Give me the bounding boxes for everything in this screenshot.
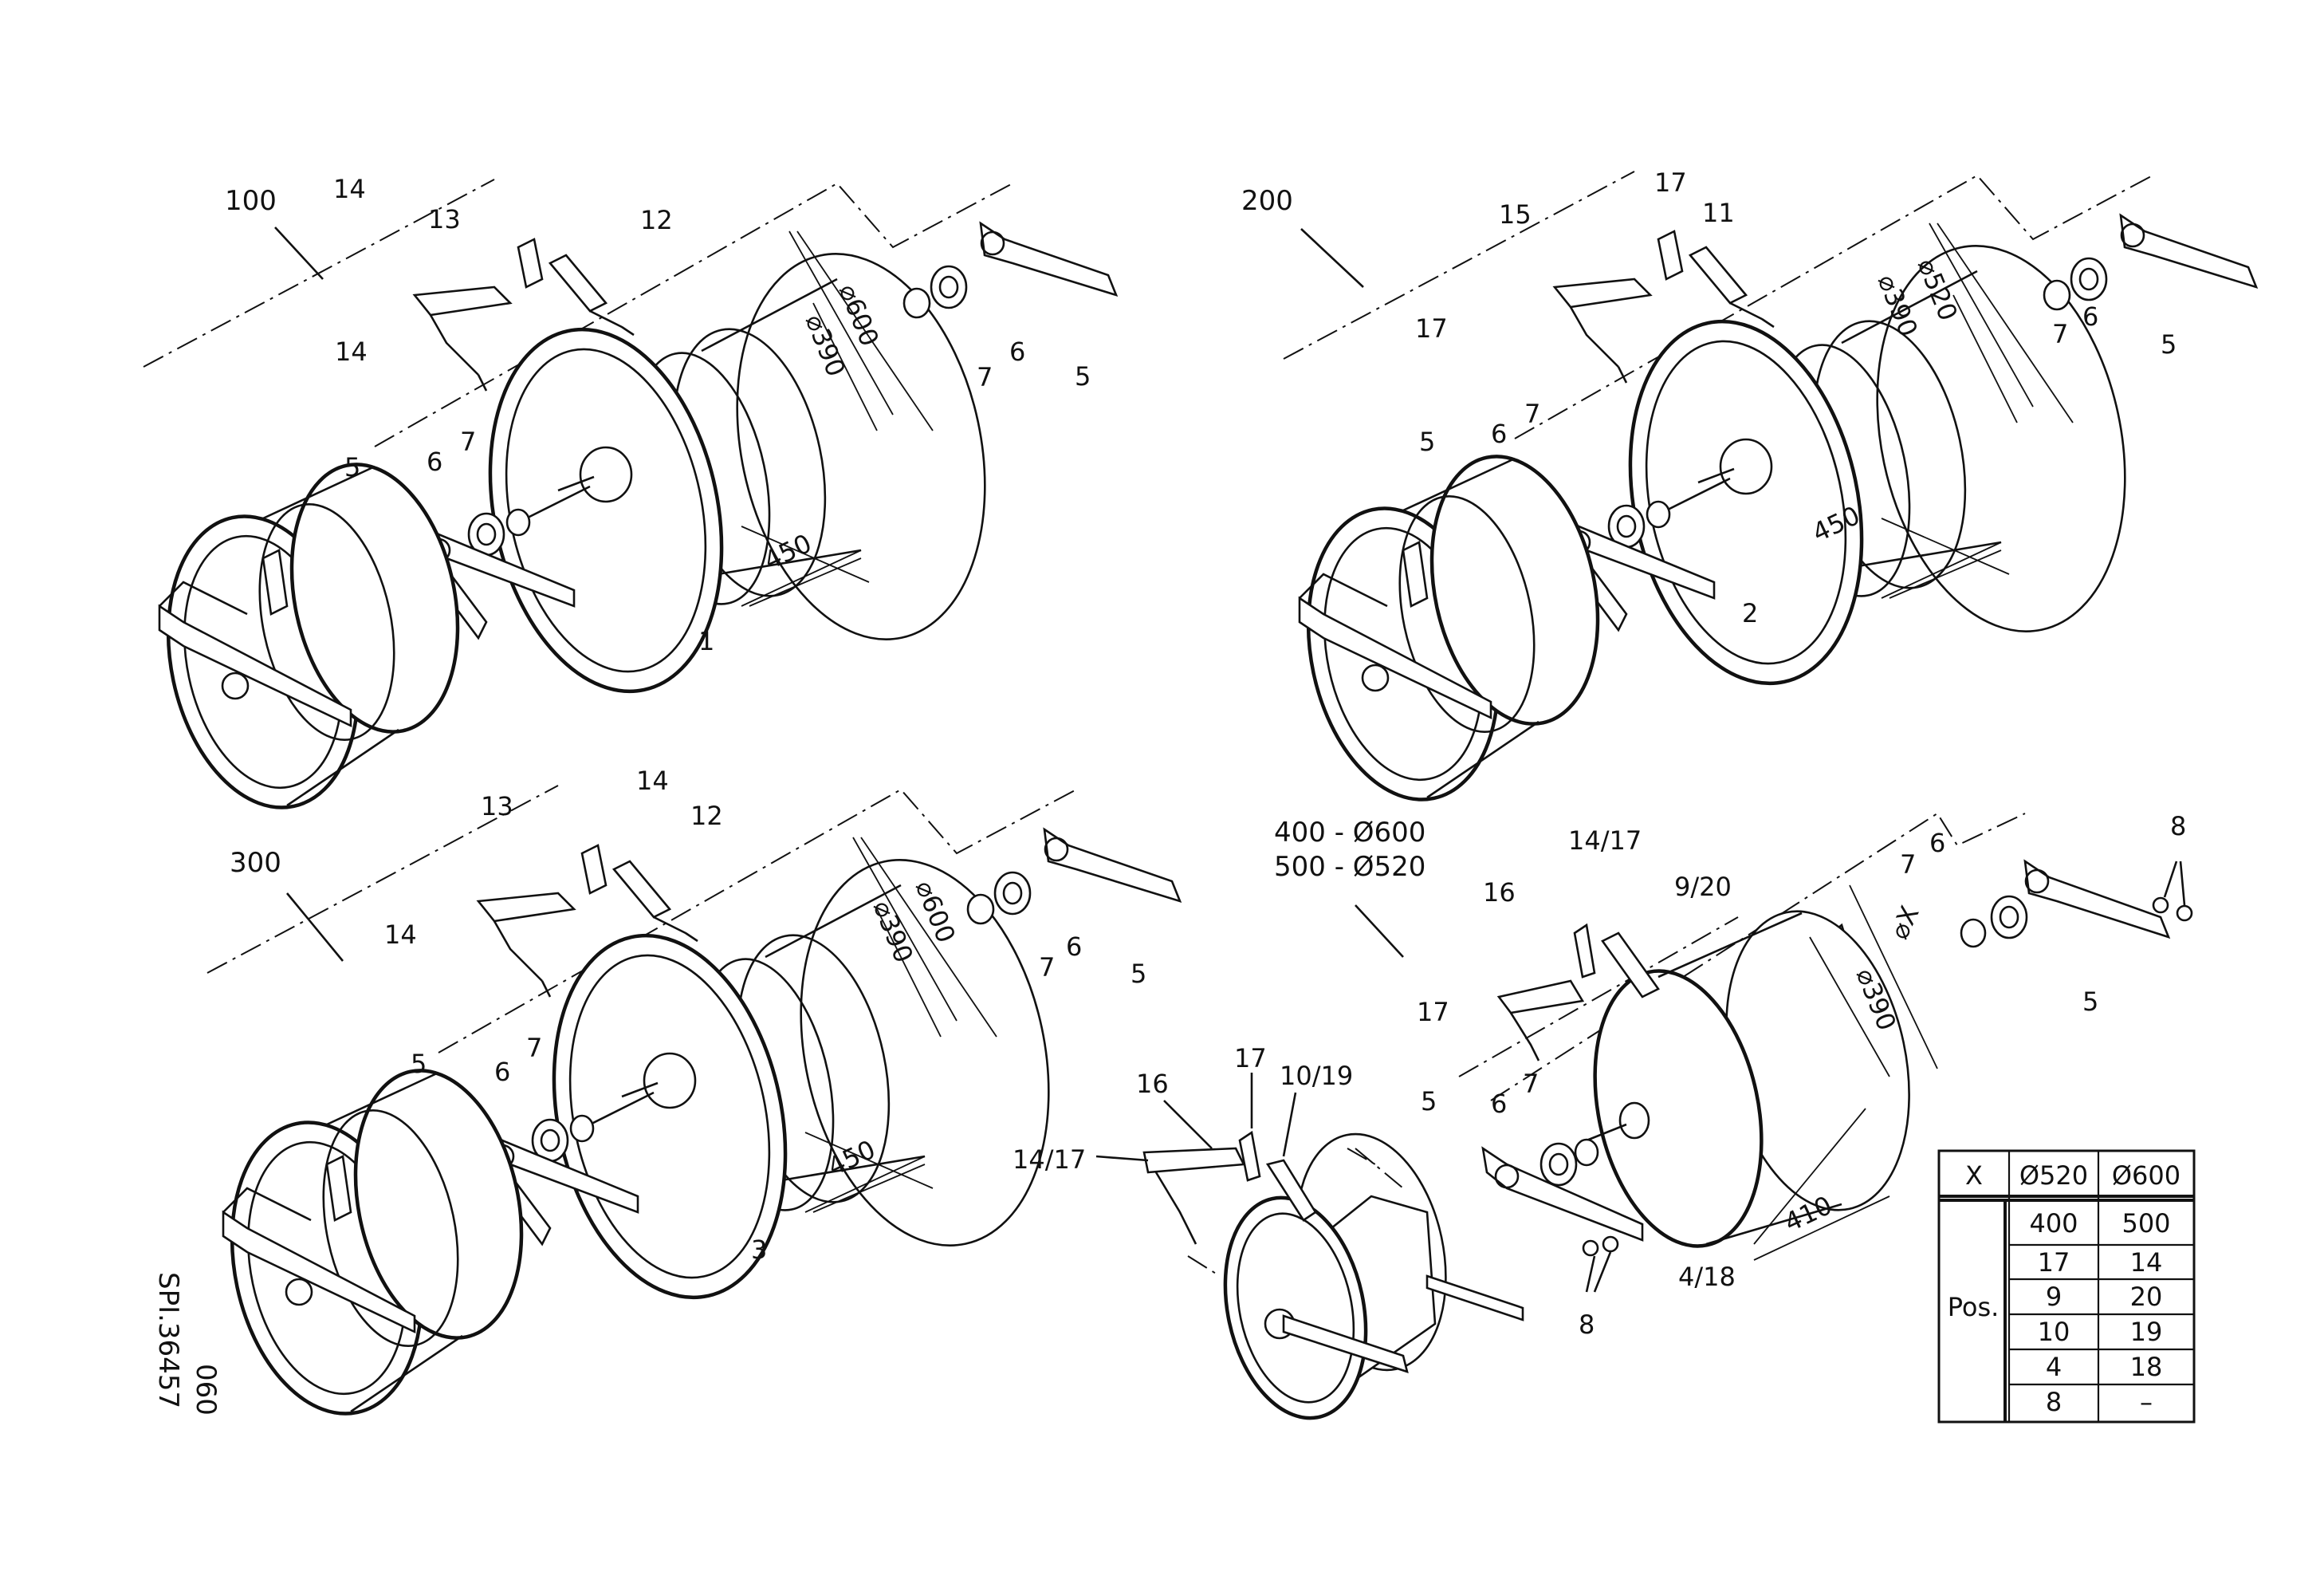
callout: 6: [427, 447, 442, 477]
callout: 14/17: [1568, 825, 1642, 856]
callout: 3: [751, 1235, 767, 1265]
assembly-id: 200: [1241, 185, 1293, 217]
table-cell: –: [2140, 1387, 2153, 1417]
table-cell: 500: [2121, 1208, 2170, 1239]
assembly-title: 400 - Ø600: [1274, 817, 1425, 849]
callout: 14: [333, 174, 366, 204]
callout: 2: [1742, 598, 1758, 628]
callout: 11: [1702, 198, 1735, 228]
callout: 7: [460, 427, 476, 457]
table-row-label: Pos.: [1948, 1292, 2000, 1322]
callout: 6: [1009, 337, 1025, 367]
callout: 8: [1579, 1309, 1595, 1340]
callout: 1: [698, 626, 714, 656]
callout: 5: [344, 452, 360, 482]
table-header-520: Ø520: [2019, 1160, 2088, 1191]
table-cell: 20: [2130, 1282, 2163, 1312]
callout: 7: [1524, 399, 1540, 429]
callout: 6: [1491, 1089, 1507, 1119]
callout: 7: [977, 362, 993, 392]
callout: 15: [1499, 199, 1532, 230]
table-header-x: X: [1965, 1160, 1983, 1191]
callout: 13: [481, 791, 513, 821]
callout: 16: [1136, 1069, 1169, 1099]
callout: 12: [690, 801, 723, 831]
callout: 17: [1417, 997, 1449, 1027]
callout: 14: [335, 337, 368, 367]
callout: 14: [636, 766, 669, 796]
drawing-number: SPI.36457: [152, 1272, 184, 1408]
callout: 5: [411, 1049, 427, 1079]
callout: 7: [2052, 319, 2068, 349]
table-cell: 9: [2046, 1282, 2062, 1312]
small-assembly: 14/17 16 17 10/19: [1013, 1043, 1523, 1432]
table-cell: 400: [2029, 1208, 2078, 1239]
variant-table: X Ø520 Ø600 Pos. 400 500 17 14 9 20 10 1…: [1937, 1149, 2196, 1424]
callout: 10/19: [1280, 1061, 1353, 1091]
assembly-300: 300 14 13 12 14 5 6 7 7 6 5 3 ⌀600 ⌀390 …: [206, 766, 1180, 1432]
table-cell: 19: [2130, 1317, 2163, 1347]
callout: 7: [1039, 952, 1055, 983]
callout: 9/20: [1674, 872, 1732, 902]
assembly-200: 200 17 15 11 17 5 6 7 7 6 5 2 ⌀520 ⌀390 …: [1241, 167, 2256, 817]
callout: 7: [526, 1033, 542, 1063]
callout: 5: [2161, 329, 2177, 360]
callout: 6: [494, 1057, 510, 1087]
callout: 5: [1419, 427, 1435, 457]
callout: 16: [1483, 877, 1516, 908]
callout: 5: [1131, 959, 1146, 989]
table-cell: 14: [2130, 1247, 2163, 1278]
callout: 7: [1900, 849, 1916, 880]
callout: 7: [1523, 1069, 1539, 1099]
callout: 6: [1929, 828, 1945, 858]
callout: 12: [640, 205, 673, 235]
callout: 14: [384, 920, 417, 950]
table-cell: 18: [2130, 1352, 2163, 1382]
callout: 17: [1415, 313, 1448, 344]
callout: 14/17: [1013, 1144, 1086, 1175]
callout: 8: [2170, 811, 2186, 841]
table-cell: 8: [2046, 1387, 2062, 1417]
callout: 17: [1234, 1043, 1267, 1073]
callout: 6: [1066, 931, 1082, 962]
assembly-id: 300: [230, 847, 281, 879]
callout: 5: [1421, 1086, 1437, 1116]
table-cell: 4: [2046, 1352, 2062, 1382]
callout: 13: [428, 204, 461, 234]
assembly-id: 100: [225, 185, 277, 217]
callout: 5: [2082, 987, 2098, 1017]
callout: 4/18: [1678, 1262, 1736, 1292]
callout: 6: [2082, 301, 2098, 332]
table-cell: 10: [2038, 1317, 2070, 1347]
table-cell: 17: [2038, 1247, 2070, 1278]
table-header-600: Ø600: [2112, 1160, 2180, 1191]
callout: 6: [1491, 419, 1507, 449]
assembly-title: 500 - Ø520: [1274, 851, 1425, 883]
callout: 5: [1075, 361, 1091, 392]
callout: 17: [1654, 167, 1687, 198]
drawing-suffix: 060: [190, 1364, 222, 1416]
dimension: ⌀X: [1884, 901, 1925, 943]
assembly-100: 100 14 13 12 14 5 6 7 7 6 5 1 ⌀600 ⌀390 …: [143, 174, 1116, 825]
